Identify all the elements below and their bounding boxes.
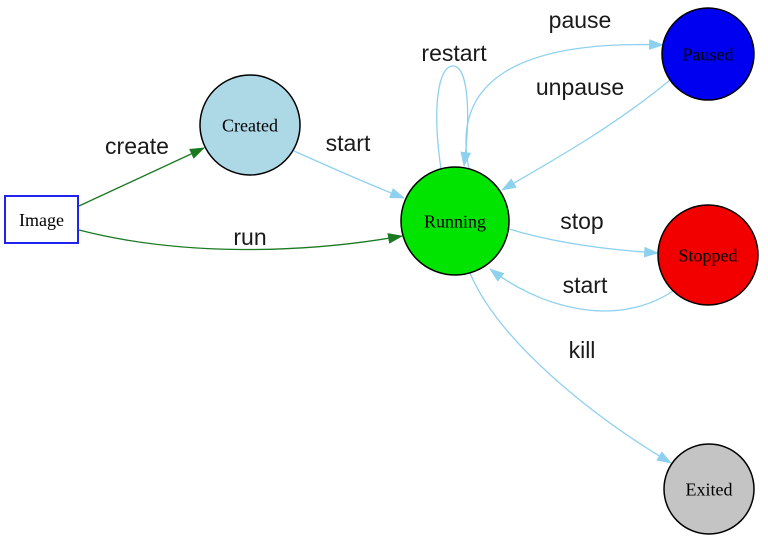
edge-label-start-created-running: start bbox=[326, 130, 371, 156]
edge-run: run bbox=[78, 224, 404, 251]
node-label-stopped: Stopped bbox=[678, 245, 737, 265]
node-running: Running bbox=[400, 166, 510, 276]
edge-label-create: create bbox=[105, 133, 169, 159]
node-shape-stopped bbox=[657, 204, 759, 306]
edge-label-pause: pause bbox=[549, 7, 612, 33]
edge-path-run bbox=[78, 229, 404, 251]
node-label-running: Running bbox=[424, 211, 486, 231]
edge-label-unpause: unpause bbox=[536, 74, 624, 100]
node-shape-exited bbox=[663, 443, 755, 535]
node-image: Image bbox=[4, 195, 79, 244]
edge-path-create bbox=[78, 147, 205, 207]
edge-start-created-running: start bbox=[293, 130, 405, 199]
edge-path-unpause bbox=[501, 79, 671, 191]
edge-restart: restart bbox=[421, 40, 487, 170]
node-label-created: Created bbox=[222, 115, 278, 135]
edge-stop: stop bbox=[508, 208, 660, 258]
edge-path-stop bbox=[508, 228, 660, 258]
edge-start-stopped-running: start bbox=[489, 268, 674, 312]
node-stopped: Stopped bbox=[657, 204, 759, 306]
edge-kill: kill bbox=[469, 272, 672, 464]
node-exited: Exited bbox=[663, 443, 755, 535]
edge-path-restart bbox=[436, 65, 472, 170]
edge-pause: pause bbox=[465, 7, 665, 170]
edge-label-kill: kill bbox=[569, 337, 596, 363]
node-shape-paused bbox=[661, 7, 755, 101]
node-created: Created bbox=[199, 74, 301, 176]
edge-path-kill bbox=[469, 272, 672, 464]
node-shape-created bbox=[199, 74, 301, 176]
node-label-paused: Paused bbox=[683, 44, 734, 64]
edge-label-stop: stop bbox=[560, 208, 603, 234]
edge-label-start-stopped-running: start bbox=[563, 272, 608, 298]
node-label-image: Image bbox=[19, 210, 64, 230]
node-paused: Paused bbox=[661, 7, 755, 101]
edge-path-pause bbox=[465, 39, 665, 170]
edge-label-restart: restart bbox=[421, 40, 487, 66]
edge-path-start-created-running bbox=[293, 150, 405, 199]
edge-path-start-stopped-running bbox=[489, 268, 674, 312]
edge-unpause: unpause bbox=[501, 74, 671, 191]
edge-create: create bbox=[78, 133, 205, 207]
node-shape-running bbox=[400, 166, 510, 276]
node-label-exited: Exited bbox=[686, 479, 733, 499]
node-shape-image bbox=[4, 195, 79, 244]
edge-label-run: run bbox=[233, 224, 266, 250]
